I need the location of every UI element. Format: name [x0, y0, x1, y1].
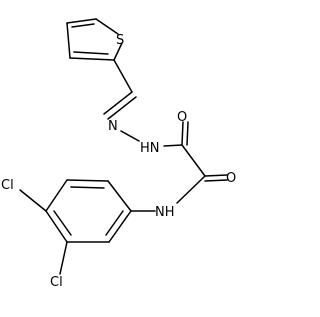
bond-carbonyl2-o-double-2 — [204, 179, 228, 182]
benzene-inner-bond-c4-c5 — [53, 210, 72, 236]
benzene-bond-c6-c1 — [108, 210, 132, 243]
bond-hn-carbonyl1 — [163, 144, 183, 147]
hydrazone-nitrogen-label: N — [108, 119, 118, 134]
benzene-bond-c1-c2 — [107, 180, 132, 212]
carbonyl-oxygen-upper-label: O — [177, 110, 187, 125]
bond-carbonyl1-o-double-1 — [181, 121, 184, 146]
bond-n-hn — [120, 130, 140, 142]
carbonyl-oxygen-lower-label: O — [226, 171, 236, 186]
benzene-bond-c2-c3 — [66, 179, 109, 182]
bond-c2-methine — [113, 59, 133, 93]
bond-methine-n-double-2 — [107, 96, 137, 120]
chlorine-upper-label: Cl — [1, 178, 14, 193]
hydrazide-nh-label: HN — [140, 141, 160, 156]
amide-nh-label: NH — [155, 205, 175, 220]
thiophene-bond-s-c2 — [113, 42, 123, 61]
bond-c5-cl — [59, 241, 68, 275]
bond-carbonyl2-o-double-1 — [204, 174, 228, 177]
benzene-bond-c3-c4 — [45, 179, 68, 212]
benzene-inner-bond-c6-c1 — [105, 210, 124, 236]
thiophene-double-bond-c2-c3-inner — [73, 51, 109, 55]
structure-canvas: S N HN O O NH Cl Cl — [1, 18, 237, 290]
bond-carbonyl1-o-double-2 — [186, 121, 189, 146]
thiophene-bond-c2-c3 — [69, 57, 115, 61]
chlorine-lower-label: Cl — [50, 275, 63, 290]
benzene-bond-c4-c5 — [45, 210, 68, 243]
thiophene-double-bond-c4-c5-inner — [71, 23, 95, 28]
benzene-inner-bond-c2-c3 — [70, 186, 105, 189]
sulfur-atom-label: S — [116, 33, 124, 48]
thiophene-bond-c5-s — [95, 18, 119, 35]
thiophene-bond-c4-c5 — [66, 18, 97, 24]
bond-methine-n-double-1 — [103, 91, 133, 115]
bond-carbonyl1-carbonyl2 — [181, 144, 206, 177]
bond-carbonyl2-nh — [176, 175, 206, 204]
thiophene-bond-c3-c4 — [66, 22, 71, 59]
bond-c4-cl — [19, 189, 47, 212]
chemical-structure-diagram: S N HN O O NH Cl Cl — [1, 18, 236, 290]
